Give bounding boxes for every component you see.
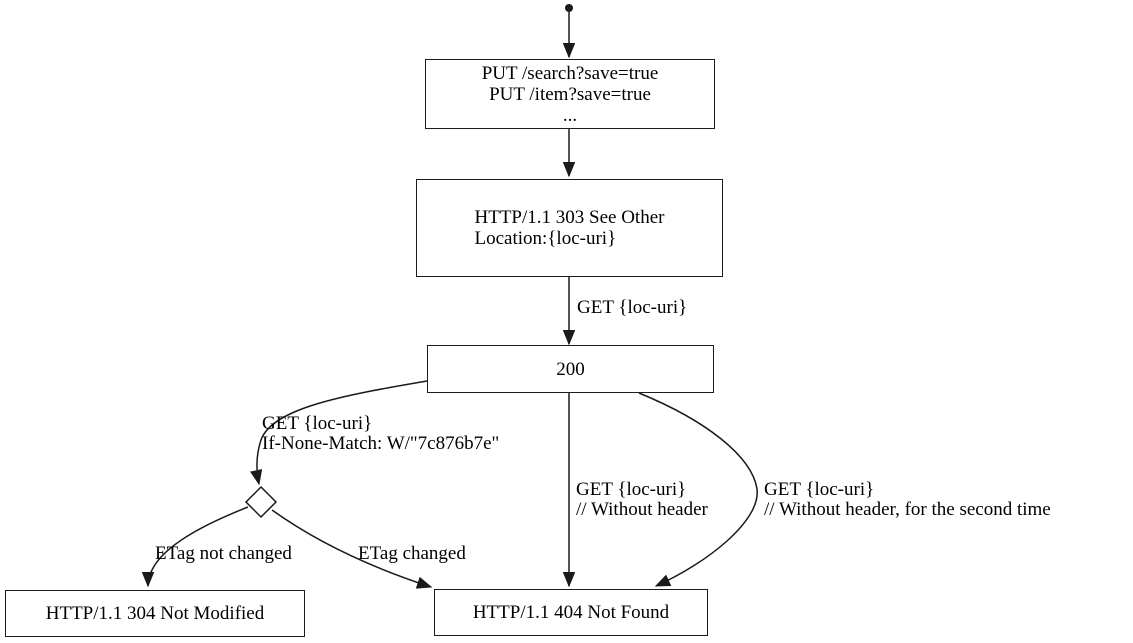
edge-label-line: If-None-Match: W/"7c876b7e"	[262, 433, 500, 454]
node-line: Location:{loc-uri}	[474, 228, 617, 249]
node-put-label: PUT /search?save=true PUT /item?save=tru…	[482, 63, 659, 126]
edge-label-line: // Without header, for the second time	[764, 499, 1051, 520]
node-303-see-other: HTTP/1.1 303 See Other Location:{loc-uri…	[416, 179, 723, 277]
node-200-label: 200	[556, 358, 585, 380]
decision-diamond-node	[244, 485, 278, 519]
node-line: PUT /search?save=true	[481, 62, 659, 84]
edge-decision-to-304	[148, 506, 249, 586]
edge-label-line: GET {loc-uri}	[764, 479, 875, 500]
node-line: ...	[562, 104, 578, 126]
node-304-label: HTTP/1.1 304 Not Modified	[45, 603, 265, 624]
node-line: PUT /item?save=true	[489, 83, 651, 105]
edge-label-line: GET {loc-uri}	[262, 413, 373, 434]
node-200: 200	[427, 345, 714, 393]
node-303-label: HTTP/1.1 303 See Other Location:{loc-uri…	[475, 207, 665, 249]
edge-decision-to-404	[271, 509, 431, 587]
edge-label-etag-not-changed: ETag not changed	[155, 543, 292, 564]
edge-label-etag-changed: ETag changed	[358, 543, 466, 564]
start-node-dot	[565, 4, 573, 12]
edge-label-without-header: GET {loc-uri} // Without header	[576, 480, 708, 520]
edge-label-line: GET {loc-uri}	[576, 479, 687, 500]
edge-label-without-header-second: GET {loc-uri} // Without header, for the…	[764, 480, 1051, 520]
node-404-not-found: HTTP/1.1 404 Not Found	[434, 589, 708, 636]
node-404-label: HTTP/1.1 404 Not Found	[472, 602, 670, 623]
edge-200-to-decision	[257, 380, 428, 484]
edge-label-line: // Without header	[576, 499, 708, 520]
edge-label-get-loc-uri: GET {loc-uri}	[577, 297, 688, 318]
node-304-not-modified: HTTP/1.1 304 Not Modified	[5, 590, 305, 637]
node-line: HTTP/1.1 303 See Other	[474, 207, 665, 228]
node-put-requests: PUT /search?save=true PUT /item?save=tru…	[425, 59, 715, 129]
edge-200-to-404-curved	[638, 392, 758, 587]
edge-label-if-none-match: GET {loc-uri} If-None-Match: W/"7c876b7e…	[262, 414, 499, 454]
